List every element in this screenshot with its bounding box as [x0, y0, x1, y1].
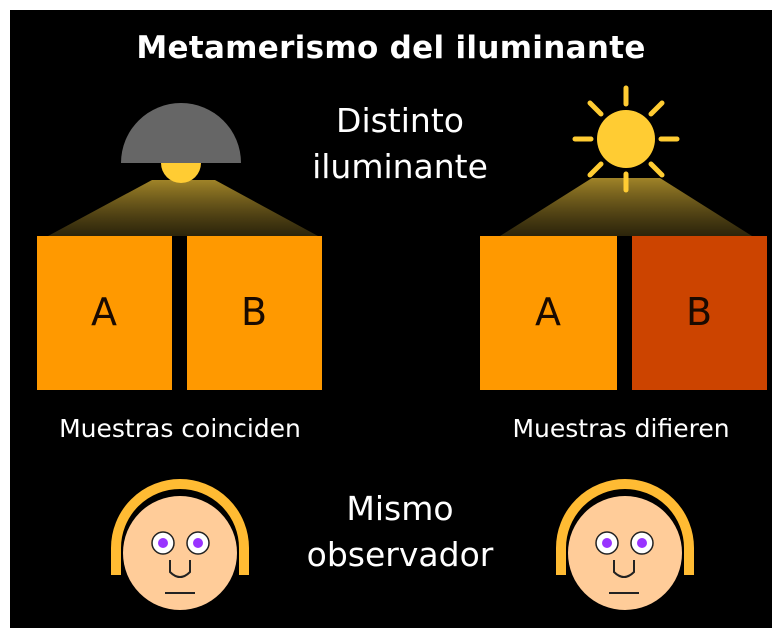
illuminant-label-line2: iluminante — [312, 147, 488, 186]
lamp-icon — [121, 103, 241, 183]
diagram-title: Metamerismo del iluminante — [136, 30, 646, 66]
left-sample-b-label: B — [240, 290, 268, 334]
lamp-shade — [121, 103, 241, 163]
sun-disc — [597, 110, 655, 168]
left-observer-face — [111, 479, 249, 610]
right-eye-right — [637, 538, 647, 548]
illuminant-label-line1: Distinto — [336, 101, 464, 140]
right-caption: Muestras difieren — [512, 414, 730, 443]
right-eye-left — [602, 538, 612, 548]
right-observer-face — [556, 479, 694, 610]
right-hair — [556, 479, 694, 575]
right-light-beam — [500, 178, 752, 236]
left-sample-b — [187, 236, 322, 390]
left-sample-a-label: A — [91, 290, 117, 334]
right-sample-a — [480, 236, 617, 390]
left-hair — [111, 479, 249, 575]
left-sample-a — [37, 236, 172, 390]
left-eye-right — [193, 538, 203, 548]
right-sample-b-label: B — [685, 290, 713, 334]
left-caption: Muestras coinciden — [59, 414, 301, 443]
observer-label-line2: observador — [306, 535, 494, 574]
left-face-skin — [123, 496, 237, 610]
observer-label-line1: Mismo — [346, 489, 454, 528]
right-sample-a-label: A — [535, 290, 561, 334]
right-sample-b — [632, 236, 767, 390]
sun-icon — [572, 85, 680, 193]
left-eye-left — [158, 538, 168, 548]
left-light-beam — [48, 180, 318, 236]
right-face-skin — [568, 496, 682, 610]
